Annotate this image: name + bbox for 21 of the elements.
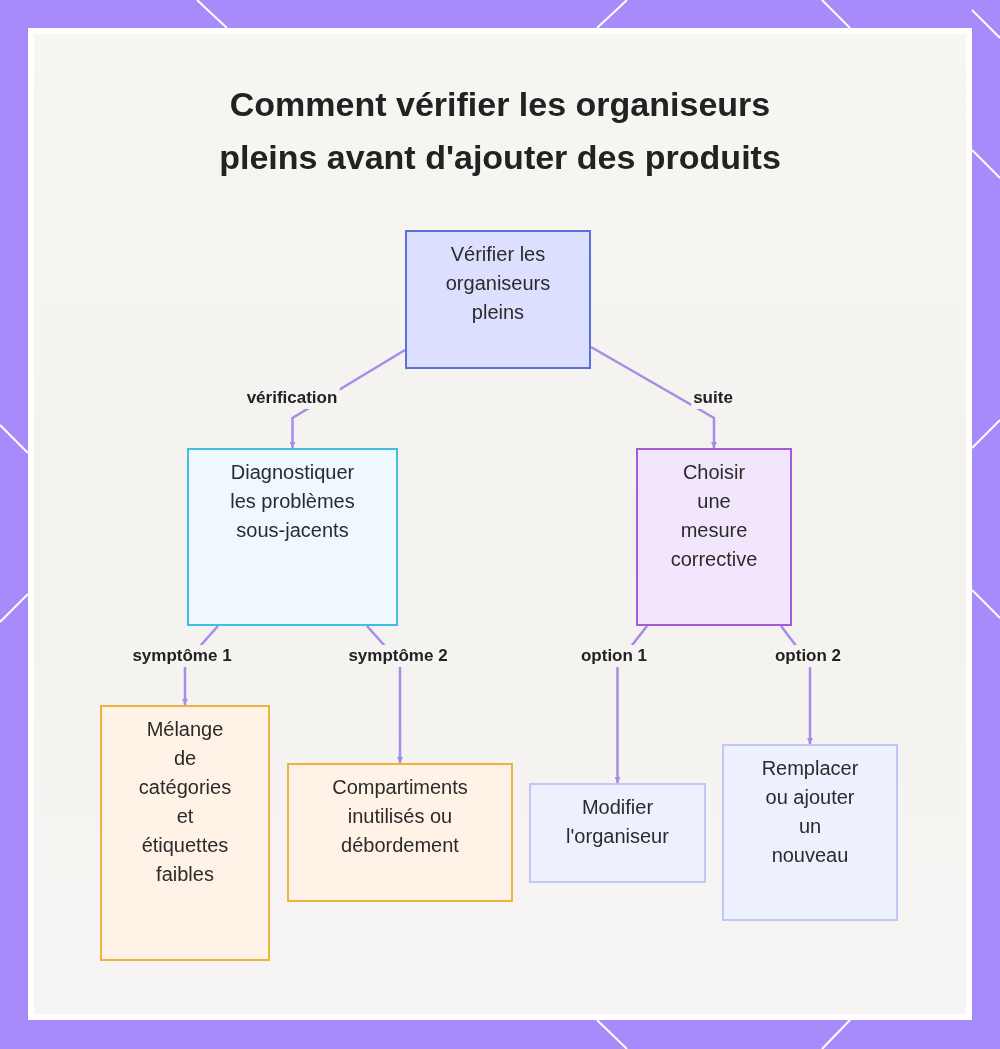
process-box (529, 783, 706, 883)
node-text: Modifier l'organiseur (565, 795, 670, 849)
process-box (287, 763, 513, 902)
node-text: Compartiments inutilisés ou débordement (331, 775, 469, 858)
edge-label: vérification (244, 387, 340, 409)
edge-label: option 1 (578, 645, 650, 667)
node-text: Choisir une mesure corrective (669, 460, 759, 572)
edge-label: symptôme 2 (346, 645, 450, 667)
process-box (187, 448, 398, 626)
edge-label: option 2 (772, 645, 844, 667)
node-text: Vérifier les organiseurs pleins (444, 242, 552, 325)
edge-label: symptôme 1 (130, 645, 234, 667)
process-box (722, 744, 898, 921)
node-text: Diagnostiquer les problèmes sous-jacents (229, 460, 356, 543)
diagram-title: Comment vérifier les organiseurs pleins avant d'ajouter des produits (218, 84, 782, 178)
process-box (636, 448, 792, 626)
connector-arrow (590, 345, 717, 448)
node-text: Remplacer ou ajouter un nouveau (760, 756, 860, 868)
process-box (100, 705, 270, 961)
node-text: Mélange de catégories et étiquettes faibles (137, 717, 233, 887)
process-box (405, 230, 591, 369)
